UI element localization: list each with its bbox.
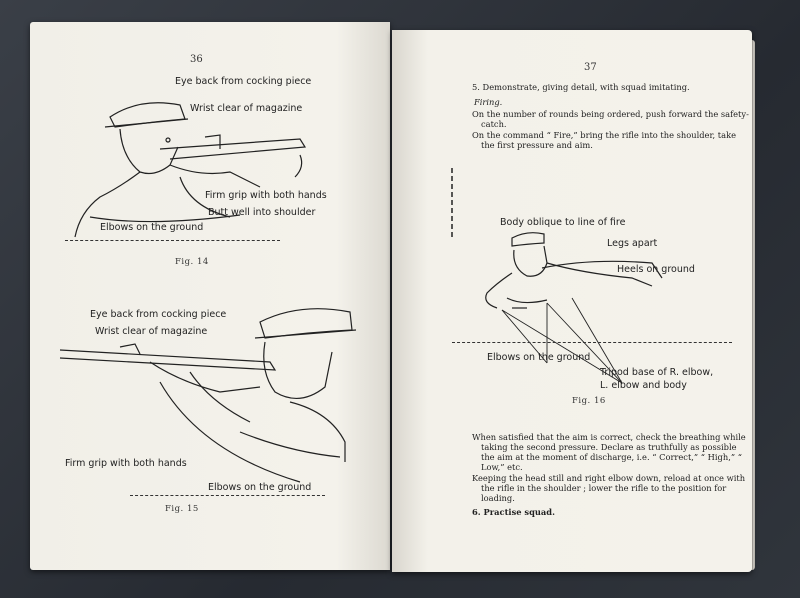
fig14-label-butt: Butt well into shoulder bbox=[208, 207, 316, 218]
fig14-label-wrist: Wrist clear of magazine bbox=[190, 103, 303, 114]
fig16-ground-line bbox=[452, 342, 732, 343]
fig14-ground-line bbox=[65, 240, 280, 241]
fig15-label-grip: Firm grip with both hands bbox=[65, 458, 187, 469]
fig14-label-elbows: Elbows on the ground bbox=[100, 222, 204, 233]
para-breathing: When satisfied that the aim is correct, … bbox=[472, 432, 746, 472]
step-6: 6. Practise squad. bbox=[472, 507, 555, 517]
fig15-illustration bbox=[59, 308, 357, 483]
fig16-label-tripod-2: L. elbow and body bbox=[600, 380, 687, 391]
fig16-label-heels: Heels on ground bbox=[617, 264, 695, 275]
fig16-label-tripod-1: Tripod base of R. elbow, bbox=[600, 367, 714, 378]
fig16-caption: Fig. 16 bbox=[572, 396, 606, 406]
fig15-label-wrist: Wrist clear of magazine bbox=[95, 326, 208, 337]
para-reload: Keeping the head still and right elbow d… bbox=[472, 473, 746, 503]
fig16-label-legs: Legs apart bbox=[607, 238, 658, 249]
page-number: 37 bbox=[584, 62, 597, 73]
page-number: 36 bbox=[190, 54, 203, 65]
fig16-label-elbows: Elbows on the ground bbox=[487, 352, 591, 363]
left-page: 36 Eye back from cocking piece Wrist cle… bbox=[30, 22, 390, 570]
right-page: 37 5. Demonstrate, giving detail, with s… bbox=[392, 30, 752, 572]
step-5: 5. Demonstrate, giving detail, with squa… bbox=[472, 82, 690, 92]
fig14-caption: Fig. 14 bbox=[175, 257, 209, 267]
fig16-label-body: Body oblique to line of fire bbox=[500, 217, 626, 228]
firing-heading: Firing. bbox=[474, 97, 503, 107]
fig14-illustration bbox=[74, 102, 307, 238]
para-safety-catch: On the number of rounds being ordered, p… bbox=[472, 109, 749, 129]
para-fire-command: On the command “ Fire,” bring the rifle … bbox=[472, 130, 737, 150]
fig14-label-eye: Eye back from cocking piece bbox=[175, 76, 312, 87]
fig14-label-grip: Firm grip with both hands bbox=[205, 190, 327, 201]
fig15-caption: Fig. 15 bbox=[165, 504, 199, 514]
fig15-label-eye: Eye back from cocking piece bbox=[90, 309, 227, 320]
fig15-ground-line bbox=[130, 495, 325, 496]
fig16-illustration bbox=[451, 168, 663, 384]
fig15-label-elbows: Elbows on the ground bbox=[208, 482, 312, 493]
